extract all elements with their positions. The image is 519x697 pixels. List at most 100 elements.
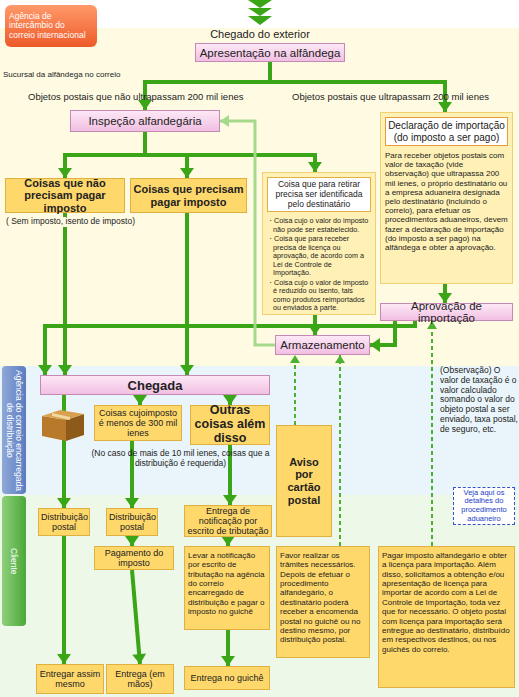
flow-arrow: [132, 570, 146, 664]
text-label: Sucursal da alfândega no correio: [3, 70, 183, 79]
arrow-head: [57, 498, 71, 508]
arrow-head: [438, 102, 452, 112]
flow-line: [339, 355, 341, 546]
category-box: Coisas que precisam pagar imposto: [130, 178, 247, 213]
text-label: Objetos postais que não ultrapassam 200 …: [28, 92, 290, 103]
node-text: Aviso por cartão postal: [279, 456, 329, 507]
chevron: [248, 16, 272, 25]
arrow-head: [133, 395, 147, 405]
node-body: ・Coisa cujo o valor de imposto é reduzid…: [267, 279, 371, 313]
node-body: ( Sem imposto, isento de imposto): [6, 217, 135, 227]
result-box: Entrega (em mãos): [106, 664, 174, 694]
node-text: Coisas cujoimposto é menos de 300 mil ie…: [97, 408, 179, 438]
arrow-head: [220, 115, 229, 127]
arrow-head: [221, 536, 235, 546]
node-text: Declaração de importação (do imposto a s…: [385, 117, 508, 146]
arrow-head: [221, 656, 235, 666]
node-text: Favor realizar os trâmites necessários. …: [280, 551, 366, 645]
process-box: Armazenamento: [275, 335, 370, 355]
flow-arrow: [133, 395, 147, 405]
package-illustration: [40, 406, 86, 442]
category-box: Coisas que não precisam pagar imposto( S…: [5, 178, 125, 213]
flow-line: [185, 213, 189, 375]
arrow-head: [180, 168, 194, 178]
node-text: Entrega no guichê: [187, 673, 267, 683]
step-box: Entrega de notificação por escrito de tr…: [184, 505, 272, 537]
node-text: Pagar imposto alfandegário e obter a lic…: [382, 551, 511, 654]
node-text: Coisas que precisam pagar imposto: [133, 183, 244, 208]
flow-line: [45, 321, 415, 375]
flow-arrow: [125, 536, 139, 546]
flow-line: [270, 62, 445, 112]
arrow-head: [125, 536, 139, 546]
section-tab: Agência de intercâmbio do correio intern…: [5, 5, 97, 47]
flow-line: [145, 132, 315, 172]
node-text: Agência do correio encarregada de distri…: [5, 369, 23, 491]
instruction-box: Pagar imposto alfandegário e obter a lic…: [378, 546, 515, 688]
process-box: Aprovação de importação: [380, 303, 513, 321]
flow-arrow: [138, 62, 270, 110]
flow-line: [62, 536, 66, 664]
node-text: Coisas que não precisam pagar imposto: [8, 177, 122, 215]
flow-arrow: [427, 321, 437, 546]
node-text: Chegada: [41, 378, 269, 393]
flow-arrow: [290, 355, 300, 425]
flow-arrow: [57, 536, 71, 664]
arrow-head: [38, 365, 52, 375]
arrow-head: [132, 653, 146, 664]
arrow-head: [58, 168, 72, 178]
arrow-head: [308, 162, 322, 172]
flow-arrow: [221, 536, 235, 546]
flow-line: [145, 62, 270, 110]
section-tab: Agência do correio encarregada de distri…: [2, 366, 26, 494]
package-side: [42, 416, 66, 441]
node-text: Agência de intercâmbio do correio intern…: [9, 12, 93, 41]
node-text: Levar a notificação por escrito de tribu…: [188, 551, 266, 617]
node-text: Coisa que para retirar precisa ser ident…: [267, 177, 371, 212]
notice-box: Aviso por cartão postal: [276, 425, 332, 537]
instruction-box: Levar a notificação por escrito de tribu…: [184, 546, 270, 630]
node-text: Entrega (em mãos): [109, 669, 171, 689]
package-tape: [52, 413, 70, 420]
flow-arrow: [145, 132, 322, 172]
flow-arrow: [180, 213, 194, 375]
arrow-head: [180, 365, 194, 375]
flow-arrow: [270, 62, 452, 112]
chevron: [248, 0, 272, 8]
step-box: Distribuição postal: [38, 508, 90, 536]
node-body: Para receber objetos postais com valor d…: [385, 151, 508, 252]
arrow-head: [335, 355, 345, 363]
text-label: Chegado do exterior: [190, 28, 330, 41]
node-text: Armazenamento: [276, 339, 369, 351]
node-text: Pagamento do imposto: [97, 548, 171, 568]
chevron: [248, 8, 272, 16]
arrow-head: [57, 654, 71, 664]
arrow-head: [125, 498, 139, 508]
category-box: Coisas cujoimposto é menos de 300 mil ie…: [94, 405, 182, 441]
note-box: Declaração de importação (do imposto a s…: [380, 112, 513, 284]
incoming-arrow: [245, 0, 275, 26]
node-text: Inspeção alfandegária: [71, 115, 219, 127]
text-label: (No caso de mais de 10 mil ienes, coisas…: [88, 449, 273, 469]
node-text: Veja aqui os detalhes do procedimento ad…: [455, 489, 513, 524]
arrow-head: [223, 495, 237, 505]
arrow-head: [58, 365, 72, 375]
link-box: Veja aqui os detalhes do procedimento ad…: [453, 487, 515, 525]
instruction-box: Favor realizar os trâmites necessários. …: [276, 546, 370, 658]
result-box: Entrega no guichê: [184, 666, 270, 690]
flow-line: [294, 355, 296, 425]
package-top: [42, 410, 84, 420]
flow-arrow: [58, 132, 145, 178]
node-text: Cliente: [10, 548, 19, 574]
result-box: Entregar assim mesmo: [36, 664, 104, 694]
node-text: Entregar assim mesmo: [39, 669, 101, 689]
flow-arrow: [335, 355, 345, 546]
note-box: Coisa que para retirar precisa ser ident…: [262, 172, 376, 315]
text-label: (Observação) O valor de taxação é o valo…: [440, 366, 518, 434]
flow-arrow: [38, 321, 415, 375]
category-box: Outras coisas além disso: [190, 405, 270, 445]
step-box: Pagamento do imposto: [94, 546, 174, 570]
node-body: ・Coisa cujo o valor do imposto não pode …: [267, 217, 371, 234]
flow-line: [431, 321, 433, 546]
